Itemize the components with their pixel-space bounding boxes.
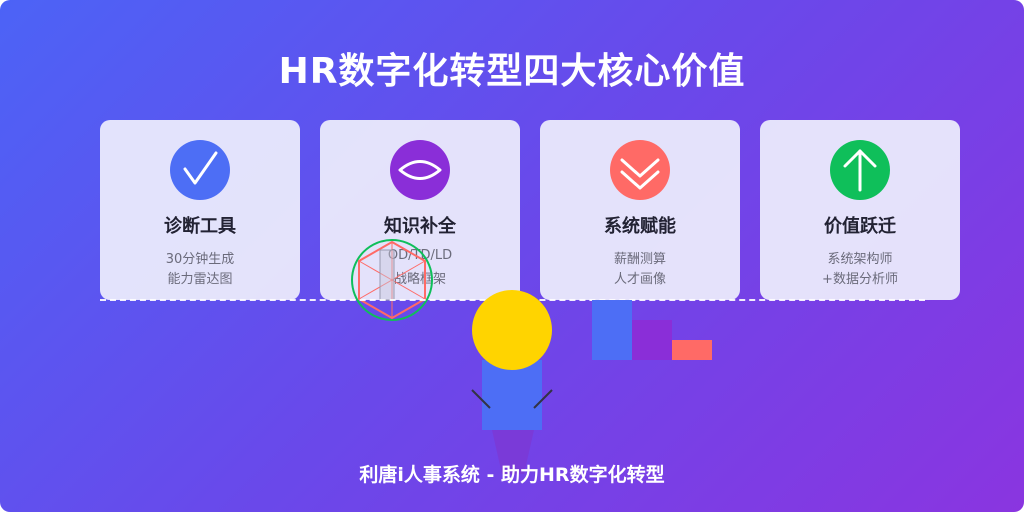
value-card-system: 系统赋能 薪酬测算 人才画像 (540, 120, 740, 300)
person-illustration (471, 290, 553, 474)
card-title: 知识补全 (384, 216, 456, 237)
check-icon (170, 140, 230, 200)
footer-tagline: 利唐i人事系统 - 助力HR数字化转型 (359, 464, 665, 486)
arrow-up-icon (830, 140, 890, 200)
value-card-diagnostic: 诊断工具 30分钟生成 能力雷达图 (100, 120, 300, 300)
card-desc-line: 30分钟生成 (165, 252, 235, 267)
card-desc-line: 战略框架 (393, 272, 446, 287)
page-title: HR数字化转型四大核心价值 (278, 51, 746, 92)
card-title: 诊断工具 (164, 216, 236, 237)
card-title: 系统赋能 (604, 216, 676, 237)
card-desc-line: OD/TD/LD (387, 248, 453, 263)
card-desc-line: 人才画像 (613, 272, 666, 287)
eye-icon (390, 140, 450, 200)
value-card-leap: 价值跃迁 系统架构师 +数据分析师 (760, 120, 960, 300)
radar-hexagon-graphic (351, 239, 433, 321)
step-bars-graphic (592, 300, 712, 360)
card-title: 价值跃迁 (824, 216, 896, 237)
card-desc-line: 薪酬测算 (613, 252, 666, 267)
card-desc-line: 能力雷达图 (167, 272, 233, 287)
card-desc-line: 系统架构师 (827, 252, 893, 267)
double-chevron-down-icon (610, 140, 670, 200)
card-desc-line: +数据分析师 (822, 272, 898, 287)
